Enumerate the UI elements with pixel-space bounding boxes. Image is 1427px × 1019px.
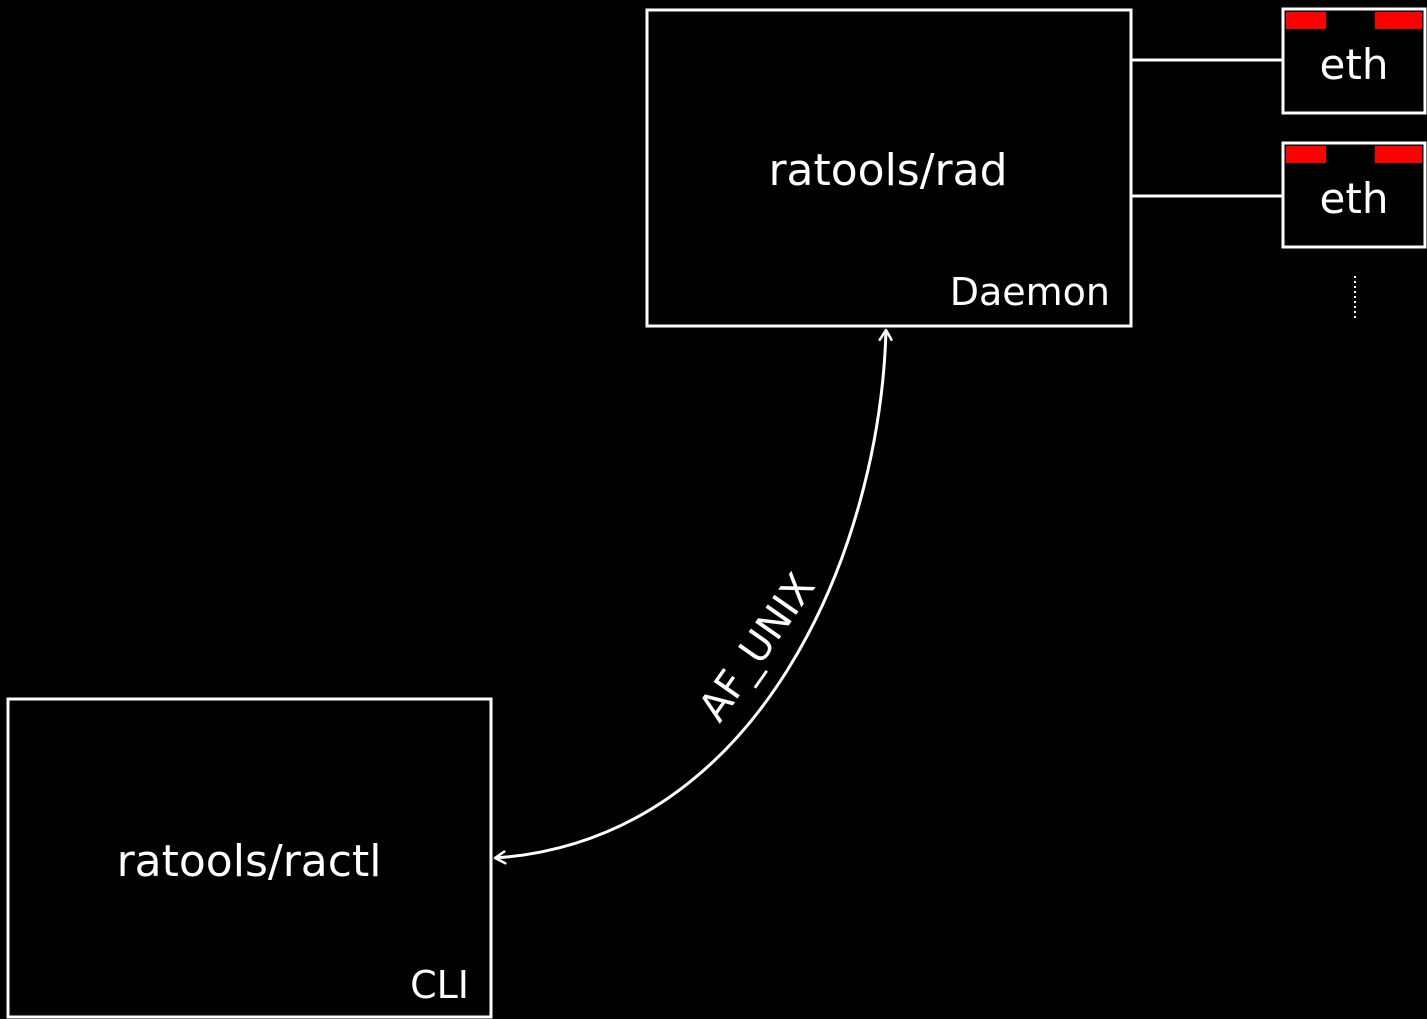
af-unix-connection: AF_UNIX bbox=[495, 330, 886, 858]
daemon-box: ratools/rad Daemon bbox=[645, 8, 1133, 328]
cli-box-frame bbox=[6, 697, 493, 1019]
interface-port-right bbox=[1375, 12, 1422, 29]
interface-label: eth bbox=[1320, 40, 1389, 89]
cli-role-label: CLI bbox=[410, 963, 469, 1007]
connection-arc bbox=[495, 330, 886, 858]
daemon-box-frame bbox=[645, 8, 1133, 328]
daemon-title: ratools/rad bbox=[768, 145, 1007, 196]
interface-box bbox=[1281, 141, 1427, 249]
cli-box: ratools/ractl CLI bbox=[6, 697, 493, 1019]
interface-eth-2: eth bbox=[1131, 141, 1427, 249]
interface-port-left bbox=[1286, 12, 1326, 29]
interface-port-right bbox=[1375, 146, 1422, 163]
daemon-role-label: Daemon bbox=[950, 270, 1110, 314]
interface-port-left bbox=[1286, 146, 1326, 163]
interface-eth-1: eth bbox=[1131, 7, 1427, 115]
interface-label: eth bbox=[1320, 174, 1389, 223]
interface-box bbox=[1281, 7, 1427, 115]
connection-label: AF_UNIX bbox=[690, 565, 824, 730]
cli-title: ratools/ractl bbox=[117, 836, 382, 887]
